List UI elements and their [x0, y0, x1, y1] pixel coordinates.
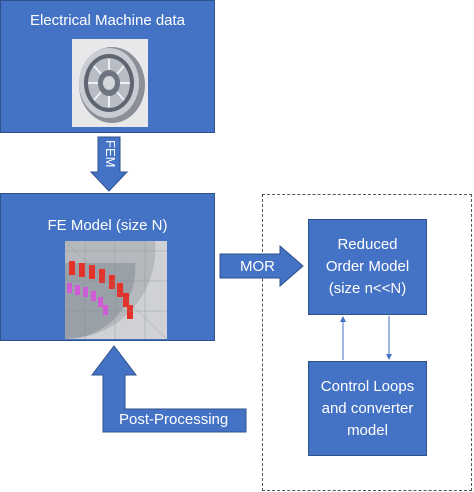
fe-model-box: FE Model (size N) — [0, 193, 215, 341]
rom-to-control-arrowhead — [386, 354, 392, 360]
machine-photo — [72, 39, 148, 127]
reduced-system-frame — [262, 194, 472, 491]
fem-label: FEM — [103, 140, 118, 168]
control-loops-label: Control Loops and converter model — [320, 377, 415, 439]
fe-model-title: FE Model (size N) — [47, 217, 168, 234]
machine-data-box: Electrical Machine data — [0, 0, 215, 133]
fe-mesh-image — [65, 241, 167, 339]
post-processing-label: Post-Processing — [119, 411, 229, 428]
reduced-order-model-label: Reduced Order Model (size n<<N) — [325, 236, 410, 297]
fem-arrow — [89, 136, 129, 192]
mor-arrow — [219, 244, 304, 288]
control-to-rom-arrowhead — [340, 316, 346, 322]
reduced-order-model-box: Reduced Order Model (size n<<N) — [308, 219, 427, 315]
machine-data-title: Electrical Machine data — [29, 12, 186, 29]
control-loops-box: Control Loops and converter model — [308, 361, 427, 456]
mor-label: MOR — [240, 258, 275, 275]
post-processing-arrow — [90, 345, 247, 433]
